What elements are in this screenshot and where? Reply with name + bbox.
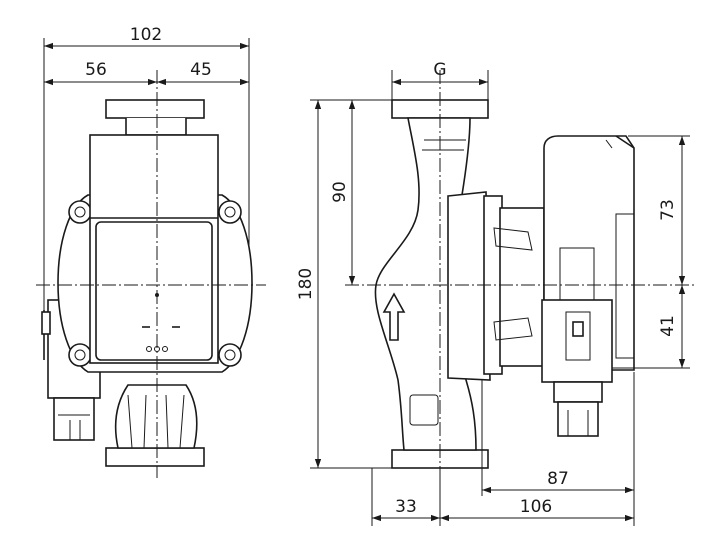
side-view <box>345 70 695 480</box>
dim-87-label: 87 <box>547 469 569 489</box>
dim-106-label: 106 <box>520 497 552 517</box>
dimension-labels: 102 56 45 G 180 90 73 41 87 106 33 <box>85 25 678 517</box>
front-lug-tl <box>68 200 92 224</box>
dim-90-label: 90 <box>330 181 350 203</box>
front-view <box>36 38 266 478</box>
dim-180-label: 180 <box>296 268 316 300</box>
side-junction-box <box>541 299 613 383</box>
dimension-lines <box>44 42 690 526</box>
front-lug-tr <box>218 200 242 224</box>
dim-102-label: 102 <box>130 25 162 45</box>
dim-45-label: 45 <box>190 60 212 80</box>
dim-73-label: 73 <box>658 199 678 221</box>
dim-56-label: 56 <box>85 60 107 80</box>
dim-g-label: G <box>433 60 446 80</box>
front-lug-bl <box>68 343 92 367</box>
flow-arrow <box>382 292 406 341</box>
front-lug-br <box>218 343 242 367</box>
front-control-panel <box>95 221 213 361</box>
dim-41-label: 41 <box>658 315 678 337</box>
dim-33-label: 33 <box>395 497 417 517</box>
